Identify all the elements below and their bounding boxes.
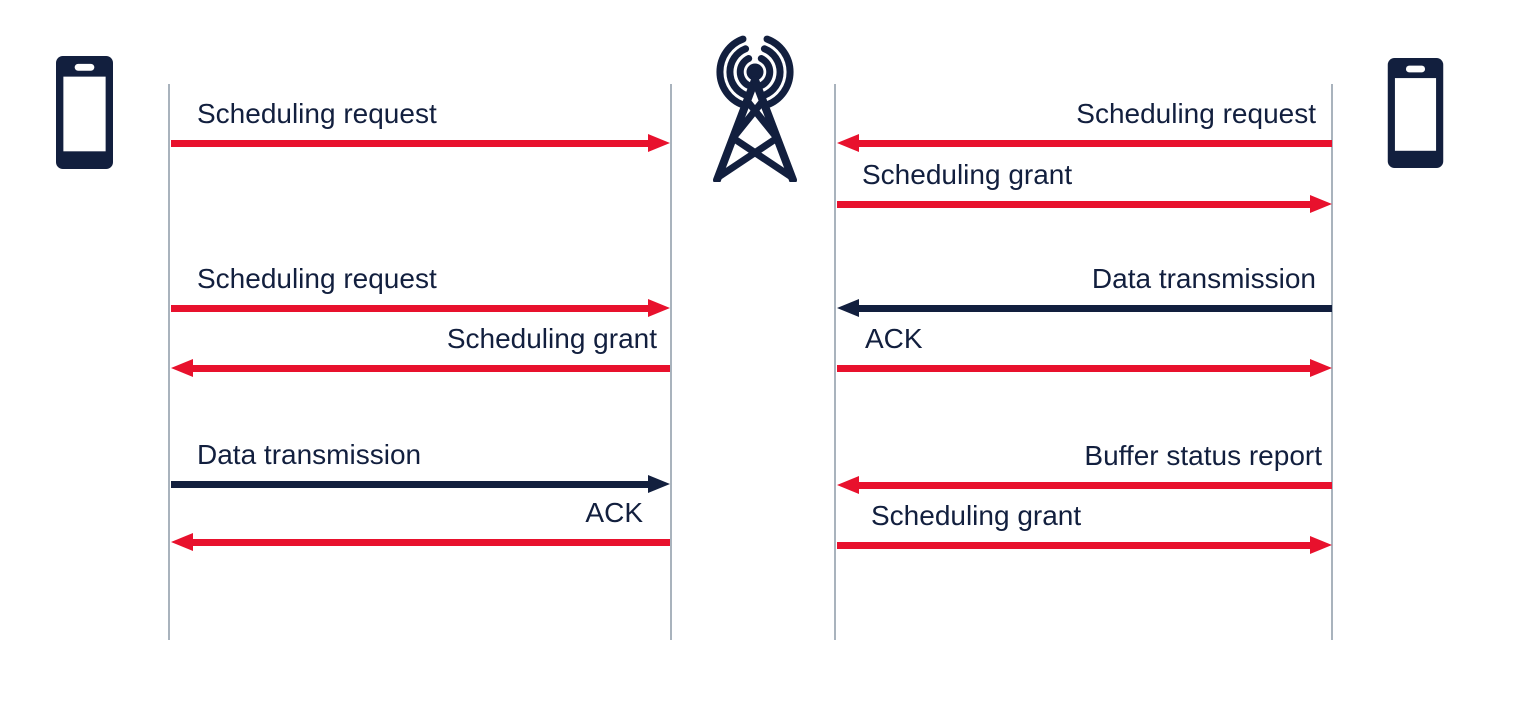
message-scheduling-request: Scheduling request <box>837 97 1332 152</box>
mobile-phone-icon <box>1387 58 1444 168</box>
message-label: Buffer status report <box>1084 440 1322 471</box>
lifeline <box>834 84 836 640</box>
arrow-right-icon <box>171 299 670 317</box>
message-ack: ACK <box>837 322 1332 377</box>
message-label: Scheduling grant <box>862 159 1073 190</box>
message-label: ACK <box>865 323 923 354</box>
arrow-right-icon <box>837 359 1332 377</box>
message-data-transmission: Data transmission <box>171 438 670 493</box>
arrow-left-icon <box>837 134 1332 152</box>
message-scheduling-grant: Scheduling grant <box>837 499 1332 554</box>
message-data-transmission: Data transmission <box>837 262 1332 317</box>
arrow-right-icon <box>837 195 1332 213</box>
message-ack: ACK <box>171 496 670 551</box>
arrow-right-icon <box>171 475 670 493</box>
arrow-left-icon <box>171 359 670 377</box>
message-scheduling-request: Scheduling request <box>171 97 670 152</box>
message-label: ACK <box>585 497 643 528</box>
arrow-left-icon <box>837 476 1332 494</box>
lifeline <box>1331 84 1333 640</box>
message-label: Scheduling grant <box>871 500 1082 531</box>
message-scheduling-grant: Scheduling grant <box>171 322 670 377</box>
lifeline <box>168 84 170 640</box>
radio-tower-icon <box>713 35 797 182</box>
message-label: Data transmission <box>1091 263 1316 294</box>
message-label: Scheduling request <box>197 263 437 294</box>
message-buffer-status-report: Buffer status report <box>837 439 1332 494</box>
message-label: Data transmission <box>197 439 422 470</box>
message-label: Scheduling request <box>197 98 437 129</box>
message-label: Scheduling request <box>1076 98 1316 129</box>
arrow-right-icon <box>171 134 670 152</box>
message-scheduling-request: Scheduling request <box>171 262 670 317</box>
message-label: Scheduling grant <box>446 323 657 354</box>
mobile-phone-icon <box>56 55 113 170</box>
arrow-left-icon <box>171 533 670 551</box>
arrow-left-icon <box>837 299 1332 317</box>
message-scheduling-grant: Scheduling grant <box>837 158 1332 213</box>
lifeline <box>670 84 672 640</box>
arrow-right-icon <box>837 536 1332 554</box>
